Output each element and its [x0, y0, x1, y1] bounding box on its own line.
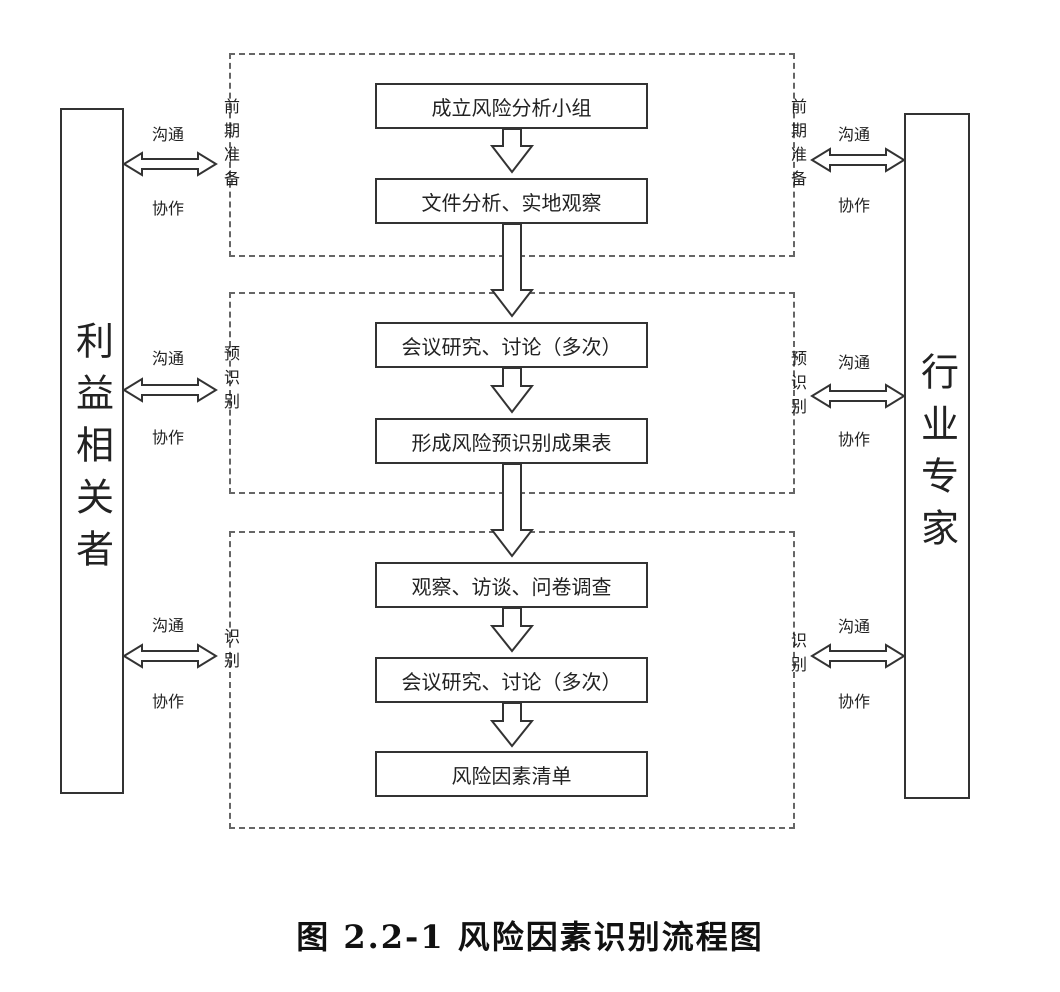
double-arrow [810, 643, 906, 669]
comm-right-1-top: 沟通 [838, 125, 871, 144]
phase-preparation-label-left: 前期准备 [221, 98, 240, 194]
step-observation-survey: 观察、访谈、问卷调查 [375, 562, 648, 608]
comm-right-3-bottom: 协作 [838, 692, 871, 711]
comm-left-3-bottom: 协作 [152, 692, 185, 711]
down-arrow [489, 463, 535, 558]
industry-experts-box: 行业专家 [904, 113, 970, 799]
stakeholders-label: 利益相关者 [69, 321, 114, 581]
step-meeting-discussion-2: 会议研究、讨论（多次） [375, 657, 648, 703]
step-document-analysis: 文件分析、实地观察 [375, 178, 648, 224]
down-arrow [489, 367, 535, 414]
down-arrow [489, 702, 535, 748]
down-arrow [489, 607, 535, 653]
step-meeting-discussion-1: 会议研究、讨论（多次） [375, 322, 648, 368]
comm-left-2-bottom: 协作 [152, 428, 185, 447]
down-arrow [489, 128, 535, 174]
comm-right-2-bottom: 协作 [838, 430, 871, 449]
double-arrow [122, 643, 218, 669]
double-arrow [810, 147, 906, 173]
double-arrow [122, 377, 218, 403]
comm-left-1-bottom: 协作 [152, 199, 185, 218]
double-arrow [810, 383, 906, 409]
phase-pre-identification-label-right: 预识别 [788, 350, 807, 422]
phase-identification-label-left: 识别 [221, 628, 240, 676]
figure-caption: 图 2.2-1 风险因素识别流程图 [296, 918, 764, 956]
double-arrow [122, 151, 218, 177]
down-arrow [489, 223, 535, 318]
comm-left-1-top: 沟通 [152, 125, 185, 144]
comm-left-2-top: 沟通 [152, 349, 185, 368]
step-risk-factor-list: 风险因素清单 [375, 751, 648, 797]
comm-right-1-bottom: 协作 [838, 196, 871, 215]
stakeholders-box: 利益相关者 [60, 108, 124, 794]
phase-identification-label-right: 识别 [788, 632, 807, 680]
industry-experts-label: 行业专家 [914, 352, 959, 560]
comm-right-2-top: 沟通 [838, 353, 871, 372]
comm-right-3-top: 沟通 [838, 617, 871, 636]
phase-preparation-label-right: 前期准备 [788, 98, 807, 194]
step-pre-identification-results: 形成风险预识别成果表 [375, 418, 648, 464]
comm-left-3-top: 沟通 [152, 616, 185, 635]
phase-pre-identification-label-left: 预识别 [221, 345, 240, 417]
